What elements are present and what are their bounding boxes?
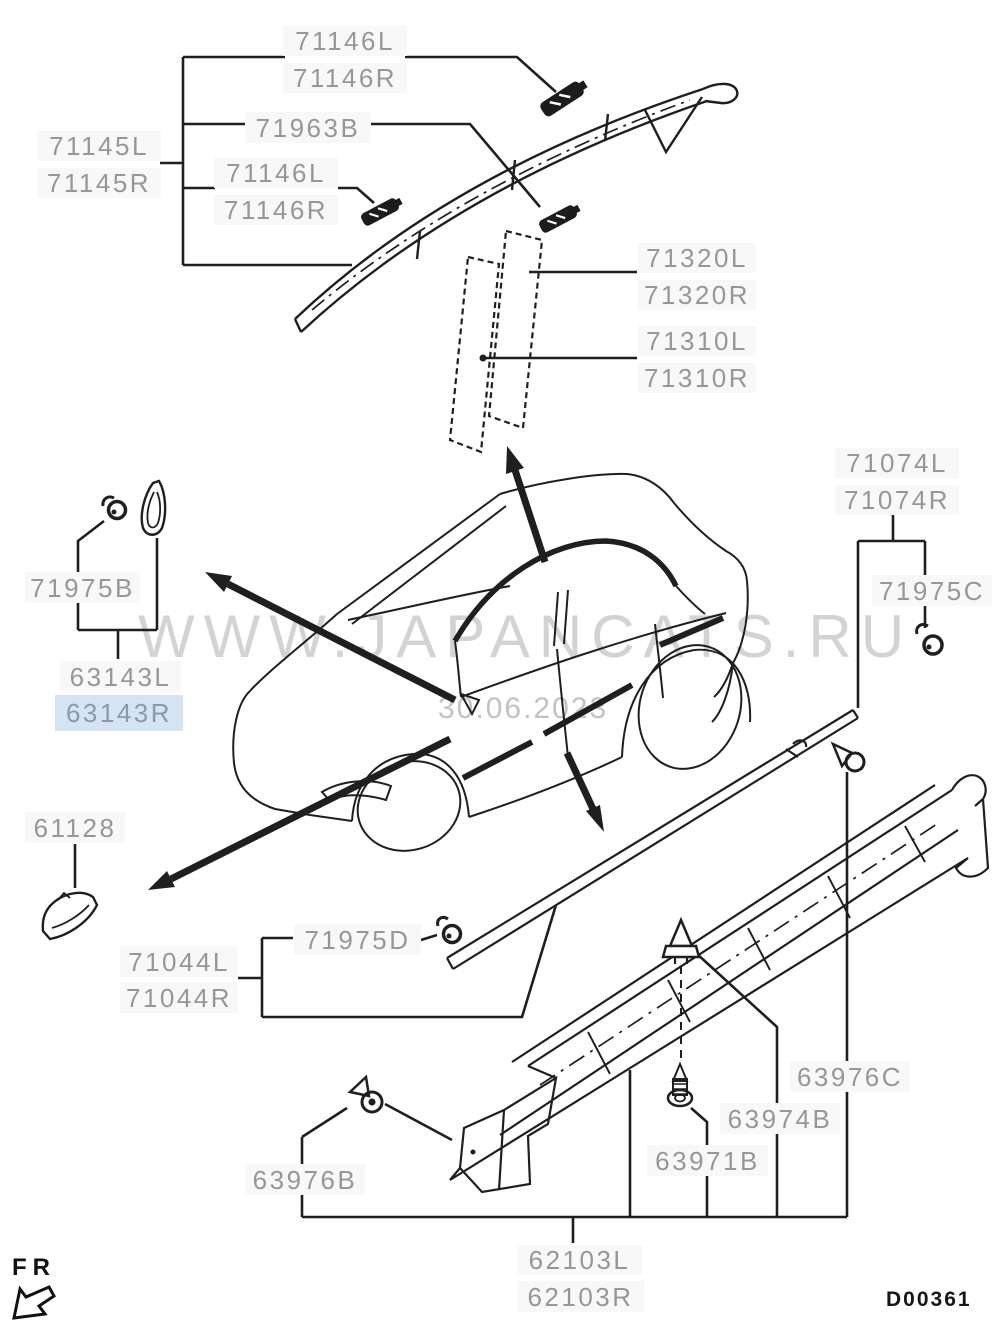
- arrow-to-63143: [205, 572, 457, 704]
- molding-clip-icon-2: [539, 204, 581, 233]
- part-label-71074r[interactable]: 71074R: [835, 485, 959, 515]
- part-label-71044l[interactable]: 71044L: [120, 946, 238, 977]
- part-label-62103r[interactable]: 62103R: [517, 1281, 644, 1312]
- part-label-63143r-highlighted[interactable]: 63143R: [55, 695, 183, 731]
- screw-icon-63971B: [666, 1061, 694, 1108]
- grommet-clip-71975D: [436, 915, 463, 945]
- part-label-63974b[interactable]: 63974B: [720, 1103, 840, 1134]
- fr-arrow-icon: [12, 1285, 56, 1320]
- part-label-71146l-mid[interactable]: 71146L: [214, 158, 338, 188]
- part-label-71145r[interactable]: 71145R: [37, 168, 161, 198]
- date-stamp: 30.06.2023: [438, 692, 609, 725]
- corner-garnish-63143: [140, 479, 167, 536]
- arrow-to-pillar-tapes: [506, 446, 549, 564]
- part-label-71146r-top[interactable]: 71146R: [283, 63, 407, 93]
- belt-molding-strip: [446, 709, 859, 970]
- pillar-tape-71320: [487, 229, 544, 430]
- part-label-71146r-mid[interactable]: 71146R: [214, 195, 338, 225]
- arrow-to-61128: [148, 735, 452, 890]
- part-label-63976b[interactable]: 63976B: [245, 1164, 365, 1195]
- pillar-tape-71310: [448, 255, 501, 454]
- arrow-to-sill-garnish: [563, 751, 604, 832]
- grommet-clip-71975C: [915, 623, 944, 656]
- push-clip-63976B: [347, 1074, 384, 1114]
- molding-clip-icon-3: [361, 197, 403, 226]
- roof-drip-molding: [293, 82, 739, 333]
- part-label-71963b[interactable]: 71963B: [245, 112, 371, 143]
- molding-clip-icon-1: [540, 80, 588, 117]
- part-label-63971b[interactable]: 63971B: [647, 1145, 768, 1176]
- drawing-code: D00361: [886, 1288, 972, 1311]
- part-label-61128[interactable]: 61128: [25, 812, 125, 843]
- part-label-71310r[interactable]: 71310R: [638, 363, 756, 393]
- part-label-71145l[interactable]: 71145L: [37, 131, 161, 161]
- part-label-71320l[interactable]: 71320L: [638, 243, 756, 273]
- leader-lines: [73, 55, 927, 1243]
- part-label-71074l[interactable]: 71074L: [835, 448, 959, 478]
- part-label-71975b[interactable]: 71975B: [25, 572, 140, 603]
- part-label-71975c[interactable]: 71975C: [872, 575, 992, 606]
- part-label-71044r[interactable]: 71044R: [120, 982, 238, 1013]
- part-label-71146l-top[interactable]: 71146L: [283, 26, 407, 56]
- pointer-arrows: [148, 446, 604, 890]
- push-clip-63976C: [830, 741, 866, 773]
- side-marker-61128: [41, 891, 99, 941]
- part-label-63143l[interactable]: 63143L: [60, 661, 181, 692]
- part-label-62103l[interactable]: 62103L: [517, 1245, 642, 1275]
- part-label-71320r[interactable]: 71320R: [638, 280, 756, 310]
- part-label-63976c[interactable]: 63976C: [790, 1061, 910, 1092]
- grommet-clip-71975B: [101, 495, 128, 521]
- vehicle-outline: [232, 472, 752, 852]
- part-label-71975d[interactable]: 71975D: [294, 924, 421, 955]
- push-clip-63974B: [661, 916, 701, 964]
- part-label-71310l[interactable]: 71310L: [638, 326, 756, 356]
- front-direction-label: FR: [12, 1254, 56, 1281]
- watermark: WWW.JAPANCATS.RU: [138, 603, 914, 670]
- sill-garnish-62103: [449, 774, 990, 1194]
